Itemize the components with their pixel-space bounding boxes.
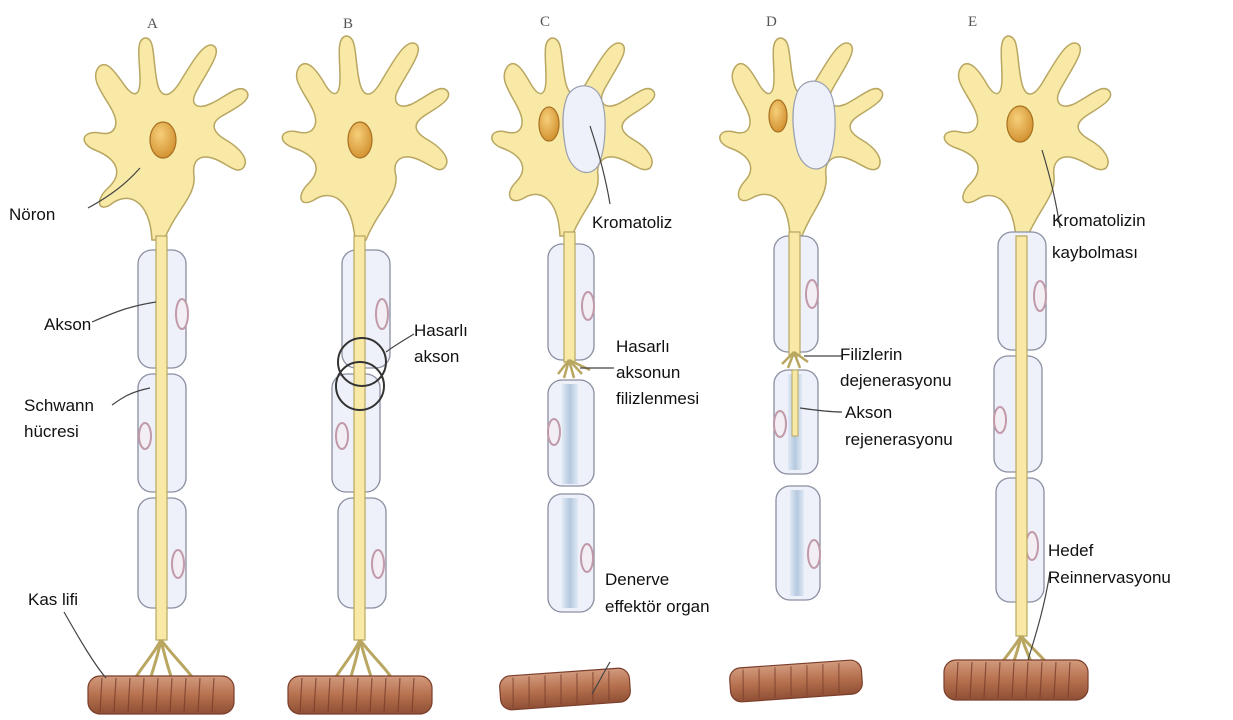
label-chromatolysis: Kromatoliz	[592, 210, 672, 236]
panel-letter-b: B	[343, 16, 353, 33]
schwann-nucleus	[172, 550, 184, 578]
panel-a	[64, 38, 248, 714]
label-regeneration-line1: Akson	[845, 400, 892, 426]
axon-c	[564, 232, 575, 362]
label-schwann-line1: Schwann	[24, 393, 94, 419]
panel-letter-a: A	[147, 16, 158, 33]
neuron-nucleus-c	[539, 107, 559, 141]
schwann-nucleus	[176, 299, 188, 329]
label-schwann-line2: hücresi	[24, 419, 79, 445]
chromatolysis-region-d	[793, 81, 835, 169]
axon-e	[1016, 236, 1027, 636]
chromatolysis-region-c	[563, 86, 605, 173]
label-denervated-line2: effektör organ	[605, 594, 710, 620]
axon-b	[354, 236, 365, 640]
label-damaged-axon-line1: Hasarlı	[414, 318, 468, 344]
label-damaged-axon-line2: akson	[414, 344, 459, 370]
schwann-nucleus	[1026, 532, 1038, 560]
label-sprout-degeneration-line2: dejenerasyonu	[840, 368, 952, 394]
schwann-nucleus	[376, 299, 388, 329]
schwann-nucleus	[808, 540, 820, 568]
neuron-nucleus-a	[150, 122, 176, 158]
label-sprout-degeneration-line1: Filizlerin	[840, 342, 902, 368]
schwann-nucleus	[806, 280, 818, 308]
muscle-fiber-e	[944, 660, 1088, 700]
schwann-nucleus	[372, 550, 384, 578]
muscle-fiber-b	[288, 676, 432, 714]
neuron-nucleus-b	[348, 122, 372, 158]
label-neuron: Nöron	[9, 202, 55, 228]
schwann-nucleus	[548, 419, 560, 445]
label-muscle-fiber: Kas lifi	[28, 587, 78, 613]
regenerating-axon	[792, 370, 798, 436]
schwann-nucleus	[994, 407, 1006, 433]
neuron-nucleus-d	[769, 100, 787, 132]
degenerating-axon	[562, 498, 578, 608]
panel-e	[944, 36, 1111, 700]
neuron-nucleus-e	[1007, 106, 1033, 142]
label-sprouting-line1: Hasarlı	[616, 334, 670, 360]
muscle-fiber-d	[729, 659, 863, 702]
label-chromatolysis-loss-line1: Kromatolizin	[1052, 208, 1146, 234]
label-sprouting-line3: filizlenmesi	[616, 386, 699, 412]
axon-a	[156, 236, 167, 640]
degenerating-axon	[562, 384, 578, 484]
muscle-fiber-a	[88, 676, 234, 714]
panel-letter-c: C	[540, 14, 550, 31]
schwann-nucleus	[582, 292, 594, 320]
panel-letter-d: D	[766, 14, 777, 31]
label-reinnervation-line2: Reinnervasyonu	[1048, 565, 1171, 591]
panel-b	[282, 36, 448, 714]
label-regeneration-line2: rejenerasyonu	[845, 427, 953, 453]
label-chromatolysis-loss-line2: kaybolması	[1052, 240, 1138, 266]
schwann-nucleus	[581, 544, 593, 572]
axon-sprouts-c	[558, 360, 590, 378]
schwann-nucleus	[139, 423, 151, 449]
axon-sprouts-d	[782, 352, 808, 368]
schwann-nucleus	[774, 411, 786, 437]
schwann-nucleus	[1034, 281, 1046, 311]
muscle-fiber-c	[499, 668, 631, 711]
label-denervated-line1: Denerve	[605, 567, 669, 593]
label-sprouting-line2: aksonun	[616, 360, 680, 386]
label-reinnervation-line1: Hedef	[1048, 538, 1093, 564]
degenerating-axon	[790, 490, 804, 596]
axon-d	[789, 232, 800, 356]
label-axon: Akson	[44, 312, 91, 338]
panel-letter-e: E	[968, 14, 977, 31]
schwann-nucleus	[336, 423, 348, 449]
